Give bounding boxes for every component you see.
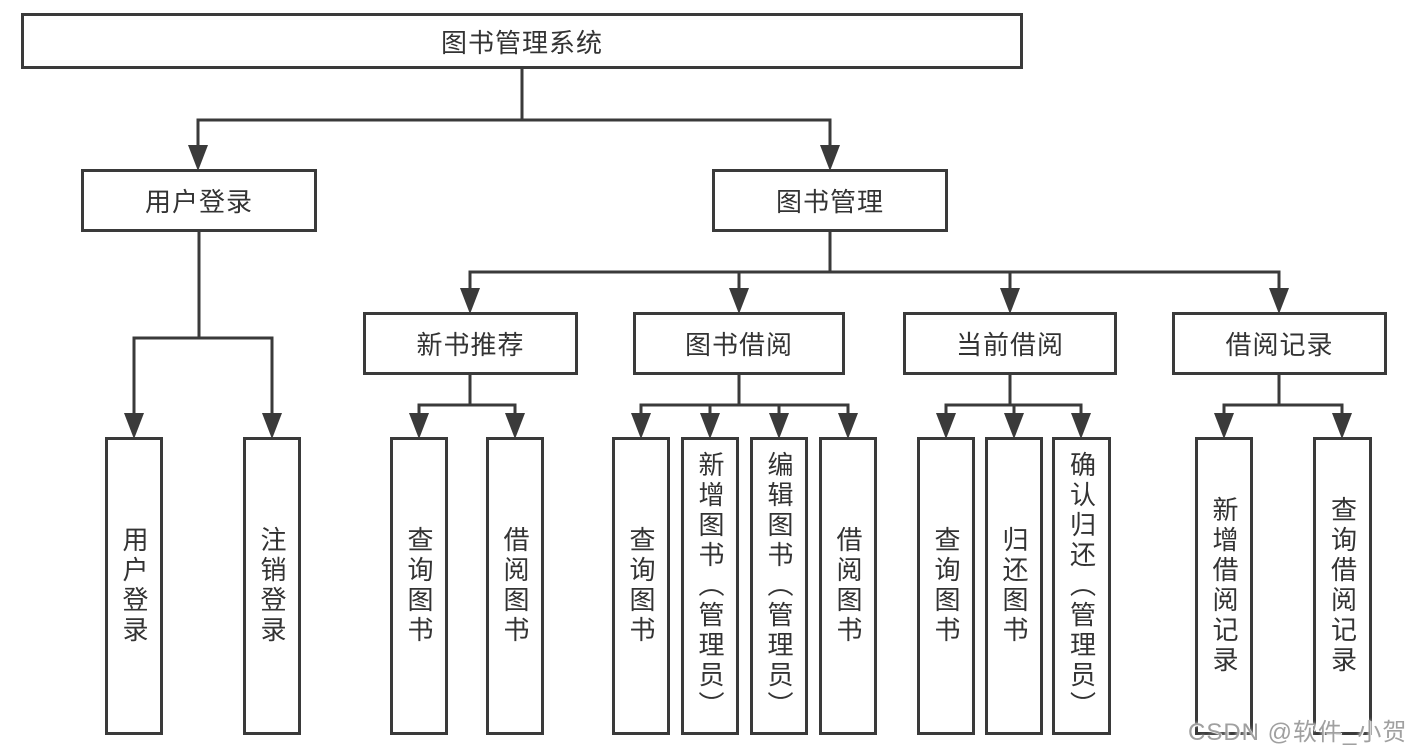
leaf-query-books-3: 查询图书 [917, 437, 975, 735]
node-book-borrow: 图书借阅 [633, 312, 845, 375]
node-user-login: 用户登录 [81, 169, 317, 232]
leaf-add-borrow-record: 新增借阅记录 [1195, 437, 1253, 735]
leaf-label: 归还图书 [999, 526, 1029, 646]
leaf-borrow-books-2: 借阅图书 [819, 437, 877, 735]
leaf-add-book-admin: 新增图书（管理员） [681, 437, 739, 735]
leaf-label: 用户登录 [119, 526, 149, 646]
leaf-user-login: 用户登录 [105, 437, 163, 735]
leaf-label: 新增图书（管理员） [695, 451, 725, 721]
leaf-label: 新增借阅记录 [1209, 496, 1239, 676]
node-label: 当前借阅 [955, 330, 1064, 360]
node-book-management: 图书管理 [712, 169, 948, 232]
leaf-label: 确认归还（管理员） [1066, 451, 1097, 721]
leaf-label: 编辑图书（管理员） [764, 451, 794, 721]
node-new-book-recommend: 新书推荐 [363, 312, 578, 375]
leaf-query-borrow-record: 查询借阅记录 [1313, 437, 1372, 735]
node-label: 借阅记录 [1225, 330, 1334, 360]
node-borrow-records: 借阅记录 [1172, 312, 1387, 375]
leaf-label: 注销登录 [257, 526, 287, 646]
leaf-return-book: 归还图书 [985, 437, 1043, 735]
leaf-confirm-return-admin: 确认归还（管理员） [1052, 437, 1111, 735]
leaf-label: 查询图书 [626, 526, 656, 646]
node-label: 图书管理系统 [440, 27, 603, 58]
node-current-borrow: 当前借阅 [903, 312, 1117, 375]
node-label: 图书借阅 [684, 330, 793, 360]
leaf-label: 查询图书 [931, 526, 961, 646]
node-label: 图书管理 [775, 187, 884, 217]
leaf-query-books-2: 查询图书 [612, 437, 670, 735]
leaf-label: 查询图书 [404, 526, 434, 646]
node-label: 新书推荐 [416, 330, 525, 360]
node-library-management-system: 图书管理系统 [21, 13, 1023, 69]
leaf-label: 借阅图书 [833, 526, 863, 646]
leaf-query-books-1: 查询图书 [390, 437, 448, 735]
leaf-label: 借阅图书 [500, 526, 530, 646]
leaf-label: 查询借阅记录 [1327, 496, 1358, 676]
leaf-borrow-books-1: 借阅图书 [486, 437, 544, 735]
watermark-text: CSDN @软件_小贺同学 [1188, 719, 1405, 746]
node-label: 用户登录 [144, 187, 253, 217]
leaf-edit-book-admin: 编辑图书（管理员） [750, 437, 808, 735]
leaf-logout: 注销登录 [243, 437, 301, 735]
